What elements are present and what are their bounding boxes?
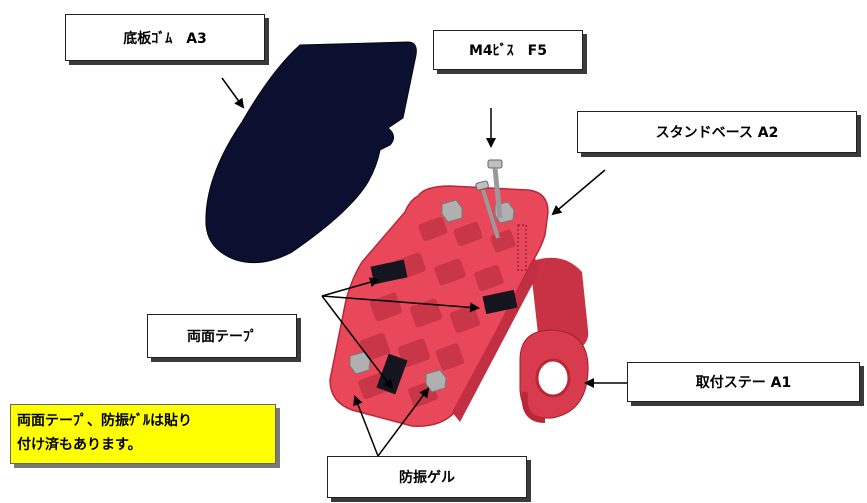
label-mounting-bracket: 取付ステー A1 [627, 362, 860, 402]
label-m4-screw: M4ﾋﾞｽ F5 [433, 30, 583, 70]
pointer-arrows [221, 77, 628, 457]
note-line-2: 付け済もあります。 [17, 437, 142, 453]
mounting-bracket [519, 257, 589, 423]
anti-vibration-gel [349, 199, 515, 393]
rubber-base-pad [205, 41, 417, 264]
m4-screws [475, 159, 503, 239]
label-anti-vibration-gel: 防振ゲル [327, 456, 527, 498]
label-double-sided-tape: 両面テーﾌﾟ [147, 314, 297, 358]
label-stand-base: スタンドベース A2 [577, 111, 857, 153]
pre-applied-note: 両面テーﾌﾟ、防振ｹﾞﾙは貼り 付け済もあります。 [10, 404, 276, 464]
label-rubber-base: 底板ｺﾞﾑ A3 [65, 14, 265, 61]
note-line-1: 両面テーﾌﾟ、防振ｹﾞﾙは貼り [17, 413, 192, 429]
